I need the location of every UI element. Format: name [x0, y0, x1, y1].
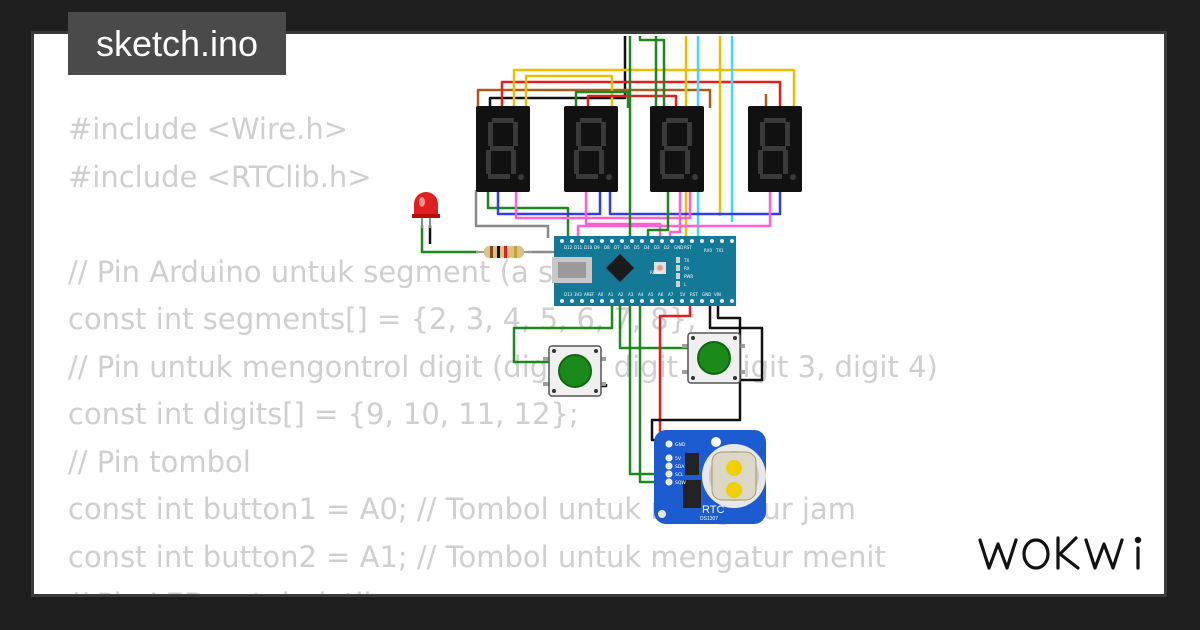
- rtc-model: DS1307: [700, 516, 718, 522]
- code-preview: #include <Wire.h> #include <RTClib.h> // …: [68, 106, 938, 594]
- arduino-bottom-pin-label: 5V: [680, 292, 686, 297]
- arduino-top-pin-label: GND: [674, 245, 683, 250]
- arduino-bottom-pin-label: 3V3: [574, 292, 582, 297]
- wire: [474, 190, 550, 238]
- arduino-led-label: PWR: [684, 274, 693, 279]
- red-led[interactable]: [412, 192, 440, 228]
- arduino-bottom-pin-label: A3: [628, 292, 634, 297]
- file-tab-label: sketch.ino: [95, 23, 259, 64]
- seven-segment-display-3[interactable]: [650, 106, 704, 192]
- seven-segment-display-2[interactable]: [564, 106, 618, 192]
- code-line: const int segments[] = {2, 3, 4, 5, 6, 7…: [68, 302, 697, 336]
- wire: [638, 36, 666, 108]
- arduino-top-pin-label: D8: [604, 245, 610, 250]
- circuit-diagram: D12 D11 D10 D9 D8 D7 D6 D5 D4 D3 D2 GND …: [412, 36, 802, 524]
- arduino-nano[interactable]: D12 D11 D10 D9 D8 D7 D6 D5 D4 D3 D2 GND …: [552, 236, 736, 306]
- arduino-top-pin-label: D10: [584, 245, 593, 250]
- wires: [420, 36, 796, 484]
- wire: [576, 190, 772, 238]
- code-line: // Pin LED untuk detik: [68, 581, 938, 594]
- wire: [486, 190, 570, 238]
- arduino-bottom-pin-label: GND: [702, 292, 711, 297]
- push-button-1[interactable]: [543, 345, 606, 397]
- arduino-bottom-pin-label: AREF: [584, 292, 595, 297]
- wire: [608, 190, 782, 216]
- wire: [646, 190, 670, 238]
- rtc-pin-label: GND: [675, 442, 686, 448]
- arduino-top-pin-label: D4: [644, 245, 650, 250]
- code-line: #include <Wire.h>: [68, 112, 349, 146]
- wire: [668, 190, 682, 238]
- wire: [512, 302, 614, 364]
- wire: [500, 80, 782, 108]
- arduino-top-pin-label: RST: [684, 245, 692, 250]
- wire: [420, 225, 478, 254]
- arduino-bottom-pin-label: D13: [564, 292, 573, 297]
- arduino-top-pin-label: D7: [614, 245, 620, 250]
- arduino-top-pin-label: D12: [564, 245, 573, 250]
- code-line: const int button2 = A1; // Tombol untuk …: [68, 539, 886, 574]
- rtc-title: RTC: [702, 504, 724, 516]
- arduino-bottom-pin-label: A5: [648, 292, 654, 297]
- wire: [708, 302, 764, 382]
- seven-segment-display-1[interactable]: [476, 106, 530, 192]
- arduino-bottom-pin-label: A1: [608, 292, 614, 297]
- wire: [512, 68, 796, 108]
- arduino-top-pin-label: D3: [654, 245, 660, 250]
- rtc-pin-label: 5V: [675, 456, 682, 462]
- wokwi-logo: [978, 536, 1142, 570]
- arduino-bottom-pin-label: A6: [658, 292, 664, 297]
- arduino-reset-label: RESET: [650, 270, 663, 275]
- arduino-led-label: RX: [684, 266, 690, 271]
- seven-segment-display-4[interactable]: [748, 106, 802, 192]
- wire: [618, 302, 688, 350]
- rtc-pin-label: SDA: [675, 464, 685, 470]
- wire: [496, 190, 602, 216]
- code-line: #include <RTClib.h>: [68, 159, 372, 194]
- push-button-2[interactable]: [682, 332, 745, 384]
- wire: [488, 36, 627, 108]
- wire: [586, 94, 678, 108]
- wire: [514, 190, 692, 220]
- arduino-bottom-pin-label: RST: [690, 292, 698, 297]
- code-line: const int digits[] = {9, 10, 11, 12};: [68, 397, 579, 431]
- arduino-top-pin-label: D6: [624, 245, 630, 250]
- arduino-top-pin-label: D11: [574, 245, 583, 250]
- resistor[interactable]: [476, 246, 532, 258]
- arduino-bottom-pin-label: A0: [598, 292, 604, 297]
- arduino-led-label: TX: [683, 258, 689, 263]
- code-line: // Pin tombol: [68, 444, 251, 479]
- arduino-top-pin-label: RX0: [704, 248, 713, 253]
- file-tab[interactable]: sketch.ino: [68, 12, 286, 75]
- arduino-bottom-pin-label: A2: [618, 292, 624, 297]
- simulation-canvas[interactable]: #include <Wire.h> #include <RTClib.h> // …: [34, 34, 1164, 594]
- arduino-bottom-pin-label: A4: [638, 292, 644, 297]
- arduino-top-pin-label: D2: [664, 245, 670, 250]
- seven-segment-displays: [476, 106, 802, 192]
- wire: [574, 90, 630, 108]
- arduino-top-pin-label: TX1: [715, 248, 724, 253]
- arduino-bottom-pin-label: VIN: [714, 292, 721, 297]
- wire: [476, 88, 712, 108]
- rtc-pin-label: SCL: [675, 472, 684, 478]
- arduino-top-pin-label: D9: [594, 245, 600, 250]
- arduino-bottom-pin-label: A7: [668, 292, 674, 297]
- rtc-module[interactable]: GND 5V SDA SCL SQW RTC DS1307: [654, 430, 766, 524]
- wire: [650, 302, 742, 442]
- rtc-pin-label: SQW: [675, 480, 686, 486]
- arduino-top-pin-label: D5: [634, 245, 640, 250]
- arduino-led-label: L: [684, 282, 687, 287]
